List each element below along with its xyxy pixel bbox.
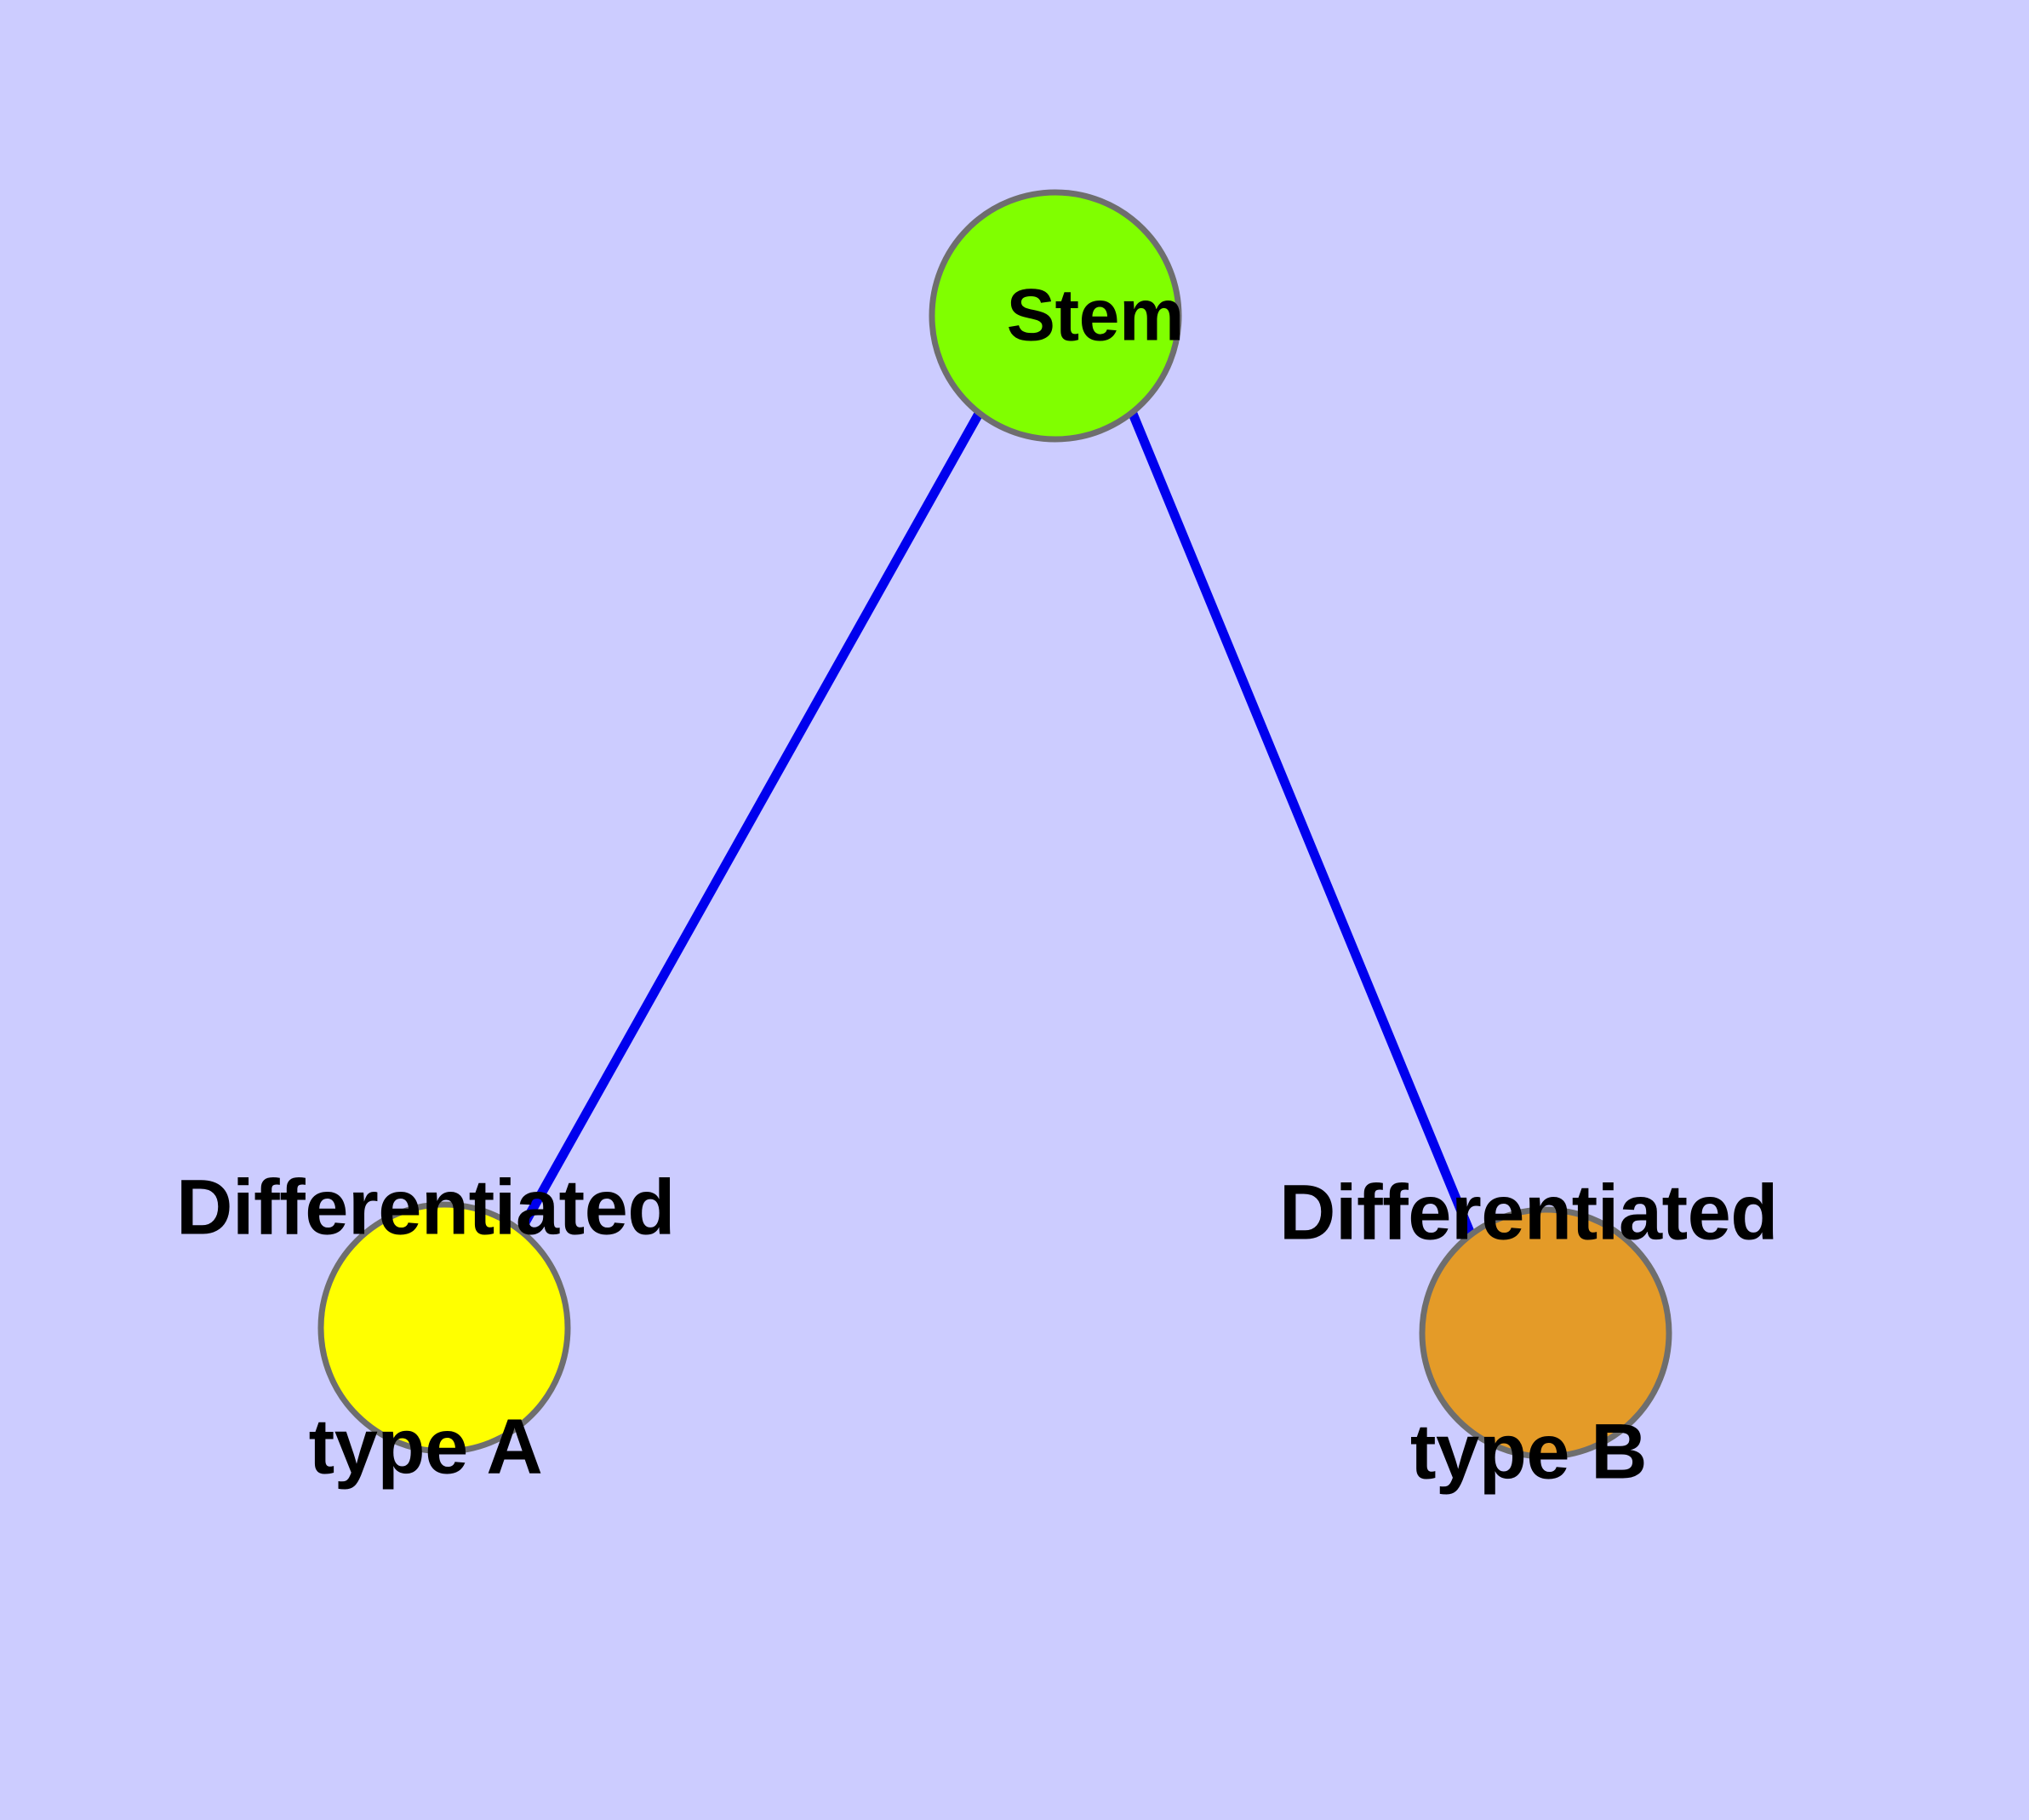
- node-layer: [317, 189, 1672, 1460]
- node-stem[interactable]: [929, 189, 1182, 443]
- node-diff-a[interactable]: [317, 1201, 571, 1455]
- edge-layer: [517, 411, 1477, 1239]
- edge-stem-to-diff-a: [517, 411, 983, 1233]
- node-diff-b[interactable]: [1419, 1206, 1672, 1460]
- edge-stem-to-diff-b: [1128, 411, 1477, 1239]
